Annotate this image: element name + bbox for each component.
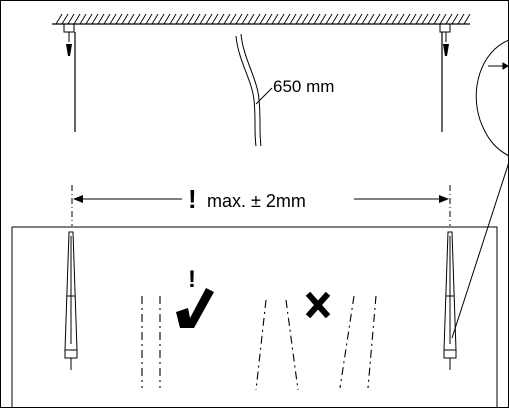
ceiling-hatch-mark [433,13,441,25]
tolerance-dimension [71,185,451,226]
ceiling-hatch-mark [211,13,219,25]
ceiling-hatch-mark [79,13,87,25]
ceiling-hatch-mark [163,13,171,25]
diverging-lines-wrong [255,295,377,391]
ceiling-hatch-mark [151,13,159,25]
tolerance-label: max. ± 2mm [207,191,306,211]
ceiling-hatch-mark [223,13,231,25]
cable-length-label: 650 mm [273,77,334,96]
ceiling-hatch-mark [103,13,111,25]
exclamation-icon: ! [188,184,197,214]
ceiling-hatch-mark [55,13,63,25]
luminaire-right [443,231,457,370]
ceiling [52,13,471,25]
ceiling-hatch-mark [313,13,321,25]
ceiling-hatch-mark [355,13,363,25]
ceiling-mount-right [439,23,451,56]
ceiling-hatch-mark [361,13,369,25]
power-cable [235,33,262,147]
ceiling-hatch-mark [91,13,99,25]
ceiling-hatch-mark [445,13,453,25]
ceiling-hatch-mark [157,13,165,25]
ceiling-hatch-mark [175,13,183,25]
ceiling-hatch-mark [247,13,255,25]
ceiling-hatch-mark [367,13,375,25]
ceiling-mount-left [63,23,75,56]
ceiling-hatch-mark [259,13,267,25]
detail-callout [451,39,509,339]
ceiling-hatch-mark [109,13,117,25]
ceiling-hatch-mark [343,13,351,25]
ceiling-hatch-mark [409,13,417,25]
ceiling-hatch-mark [463,13,471,25]
ceiling-hatch-mark [115,13,123,25]
ceiling-hatch-mark [451,13,459,25]
ceiling-hatch-mark [271,13,279,25]
ceiling-hatch-mark [319,13,327,25]
ceiling-hatch-mark [325,13,333,25]
ceiling-hatch-mark [427,13,435,25]
ceiling-hatch-mark [373,13,381,25]
ceiling-hatch-mark [139,13,147,25]
ceiling-hatch-mark [307,13,315,25]
ceiling-hatch-mark [289,13,297,25]
ceiling-hatch-mark [205,13,213,25]
ceiling-hatch-mark [379,13,387,25]
ceiling-hatch-mark [385,13,393,25]
ceiling-hatch-mark [169,13,177,25]
ceiling-hatch-mark [277,13,285,25]
luminaire-left [64,231,78,370]
ceiling-hatch-mark [439,13,447,25]
ceiling-hatch-mark [397,13,405,25]
ceiling-hatch-mark [85,13,93,25]
ceiling-hatch-mark [133,13,141,25]
ceiling-hatch-mark [391,13,399,25]
ceiling-hatch-mark [295,13,303,25]
lower-panel-outline [12,226,498,408]
check-mark-icon [176,288,214,328]
cable-leader-line [255,87,273,105]
ceiling-hatch-mark [253,13,261,25]
ceiling-hatch-mark [403,13,411,25]
ceiling-hatch-mark [127,13,135,25]
correct-warning-exclamation: ! [188,266,196,293]
ceiling-hatch-mark [265,13,273,25]
ceiling-hatch-mark [145,13,153,25]
ceiling-hatch-mark [67,13,75,25]
ceiling-hatch-mark [73,13,81,25]
ceiling-hatch-mark [331,13,339,25]
ceiling-hatch-mark [241,13,249,25]
ceiling-hatch-mark [349,13,357,25]
ceiling-hatch-mark [415,13,423,25]
ceiling-hatch-mark [337,13,345,25]
ceiling-hatch-mark [421,13,429,25]
ceiling-hatch-mark [217,13,225,25]
ceiling-hatch-mark [187,13,195,25]
ceiling-hatch-mark [61,13,69,25]
ceiling-hatch-mark [457,13,465,25]
ceiling-hatch-mark [181,13,189,25]
parallel-lines-correct [141,296,161,388]
ceiling-hatch-mark [193,13,201,25]
cross-mark-icon [305,291,331,319]
ceiling-hatch-mark [229,13,237,25]
ceiling-hatch-mark [283,13,291,25]
ceiling-hatch-mark [199,13,207,25]
ceiling-hatch-mark [301,13,309,25]
ceiling-hatch-mark [97,13,105,25]
ceiling-hatch-mark [235,13,243,25]
ceiling-hatch-mark [121,13,129,25]
